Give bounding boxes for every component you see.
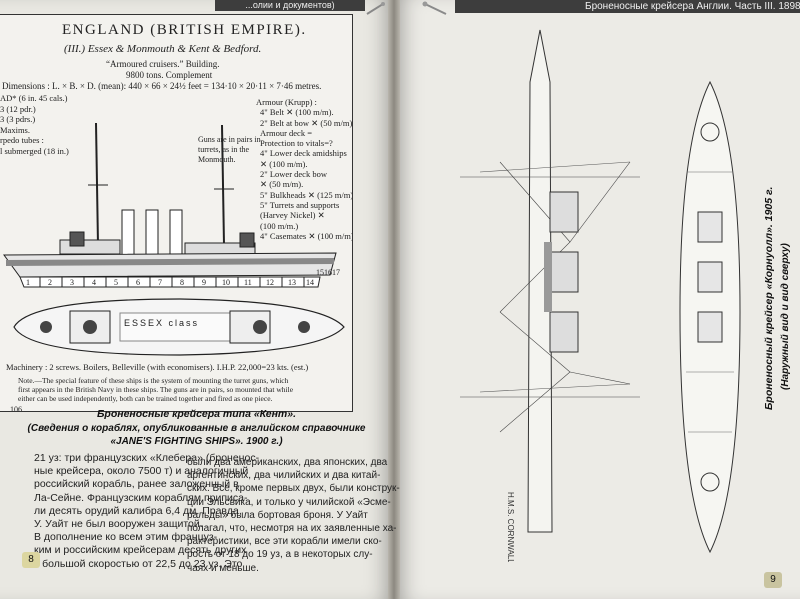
body-line: чаях и меньше.	[187, 562, 259, 574]
body-line: ских. Все, кроме первых двух, были конст…	[187, 483, 400, 495]
janes-armour-line: 4" Lower deck amidships	[260, 148, 347, 159]
profile-section-number: 13	[288, 278, 296, 287]
body-line: ции Эльсвика, и только у чилийской «Эсме…	[187, 496, 391, 508]
janes-footnote: Note.—The special feature of these ships…	[18, 376, 293, 403]
body-text-left-column: 21 уз: три французских «Клебера» (бронен…	[34, 452, 259, 571]
profile-section-number: 7	[158, 278, 162, 287]
body-line: У. Уайт не был вооружен защитой.	[34, 518, 203, 531]
profile-section-number: 8	[180, 278, 184, 287]
janes-note-line: Guns are in pairs in	[198, 135, 261, 144]
janes-armour-line: (100 m/m.)	[260, 220, 299, 231]
profile-section-number: 10	[222, 278, 230, 287]
profile-section-number: 11	[244, 278, 252, 287]
left-caption-line: (Сведения о кораблях, опубликованные в а…	[27, 423, 366, 434]
left-caption-title: Броненосные крейсера типа «Кент».	[96, 408, 297, 420]
right-caption: Броненосный крейсер «Корнуолл». 1905 г. …	[763, 187, 791, 410]
profile-section-number: 1	[26, 278, 30, 287]
janes-gun-line: Maxims.	[0, 124, 30, 135]
profile-section-number: 3	[70, 278, 74, 287]
janes-armour-line: 5" Turrets and supports	[260, 199, 340, 210]
janes-gun-line: rpedo tubes :	[0, 135, 44, 145]
body-text-right-column: были два американских, два японских, два…	[187, 456, 400, 575]
body-line: рактеристики, все эти корабли имели ско-	[187, 536, 382, 548]
body-line: 21 уз: три французских «Клебера» (бронен…	[34, 452, 260, 464]
janes-armour-line: ✕ (100 m/m).	[260, 158, 308, 169]
body-line: Ла-Сейне. Французским кораблям приписа-	[34, 491, 248, 504]
profile-section-number: 16	[324, 268, 332, 277]
janes-armour-line: (Harvey Nickel) ✕	[260, 210, 325, 221]
janes-guns-list: AD* (6 in. 45 cals.) 3 (12 pdr.) 3 (3 pd…	[0, 93, 69, 156]
paperclip-icon	[422, 1, 447, 15]
body-line: с большой скоростью от 22,5 до 23 уз. Эт…	[34, 557, 243, 570]
profile-section-number: 17	[332, 268, 340, 277]
body-line: российский корабль, ранее заложенный в	[34, 478, 239, 491]
body-line: ли десять орудий калибра 6,4 дм. Правда,	[34, 504, 242, 517]
profile-section-number: 12	[266, 278, 274, 287]
body-line: ные крейсера, около 7500 т) и аналогичны…	[34, 465, 249, 478]
body-line: аргентинских, два чилийских и два китай-	[187, 470, 381, 482]
janes-excerpt: ENGLAND (BRITISH EMPIRE). (III.) Essex &…	[0, 14, 353, 412]
plan-class-label: ESSEX class	[124, 318, 200, 328]
janes-armour-line: ✕ (50 m/m).	[260, 179, 304, 190]
body-line: ральды» была бортовая броня. У Уайт	[187, 509, 368, 521]
left-caption-line: «JANE'S FIGHTING SHIPS». 1900 г.)	[110, 436, 283, 447]
janes-note-line: Monmouth.	[198, 155, 236, 164]
janes-dimensions: Dimensions : L. × B. × D. (mean): 440 × …	[2, 81, 322, 91]
left-page-number: 8	[22, 552, 40, 568]
profile-section-number: 6	[136, 278, 140, 287]
janes-gun-line: 3 (12 pdr.)	[0, 103, 36, 114]
janes-armour-line: 4" Belt ✕ (100 m/m).	[260, 107, 334, 118]
janes-page-number: 106	[10, 405, 22, 412]
ship-profile-drawing: 1 2 3 4 5 6 7 8 9 10 11 12 13 14 15 16 1…	[3, 122, 345, 356]
body-line: были два американских, два японских, два	[187, 457, 388, 468]
paperclip-icon	[366, 2, 385, 15]
profile-section-number: 14	[306, 278, 314, 287]
janes-footnote-line: either can be used independently, both c…	[18, 394, 273, 403]
right-page-number: 9	[764, 572, 782, 588]
body-line: ким и российским крейсерам десять других	[34, 544, 247, 557]
janes-machinery: Machinery : 2 screws. Boilers, Bellevill…	[6, 362, 309, 372]
profile-section-number: 5	[114, 278, 118, 287]
profile-section-number: 15	[316, 268, 324, 277]
janes-gun-line: AD* (6 in. 45 cals.)	[0, 93, 68, 103]
running-header-left: ...олии и документов)	[215, 0, 365, 11]
janes-footnote-line: Note.—The special feature of these ships…	[18, 376, 289, 385]
janes-type: “Armoured cruisers.” Building.	[106, 59, 220, 69]
janes-armour-line: Armour (Krupp) :	[256, 97, 317, 107]
cornwall-technical-drawing: H.M.S. CORNWALL	[460, 29, 741, 562]
janes-armour-line: Protection to vitals=?	[260, 138, 333, 149]
janes-armour-line: Armour deck =	[260, 127, 313, 138]
janes-armour-line: 5" Bulkheads ✕ (125 m/m).	[260, 189, 353, 200]
profile-section-number: 4	[92, 278, 96, 287]
body-line: рость от 18 до 19 уз, а в некоторых слу-	[187, 549, 373, 561]
janes-class-line: (III.) Essex & Monmouth & Kent & Bedford…	[64, 43, 262, 55]
janes-gun-line: l submerged (18 in.)	[0, 145, 69, 156]
body-line: В дополнение ко всем этим француз-	[34, 531, 218, 544]
janes-armour-line: 2" Lower deck bow	[260, 169, 327, 180]
janes-tonnage: 9800 tons. Complement	[126, 70, 213, 80]
drawing-ship-label: H.M.S. CORNWALL	[506, 492, 515, 562]
janes-gun-line: 3 (3 pdrs.)	[0, 114, 36, 124]
janes-armour-list: Armour (Krupp) : 4" Belt ✕ (100 m/m). 2"…	[256, 97, 353, 241]
janes-guns-note: Guns are in pairs in turrets, as in the …	[198, 135, 261, 165]
book-gutter	[388, 0, 400, 599]
profile-section-number: 9	[202, 278, 206, 287]
janes-armour-line: 4" Casemates ✕ (100 m/m).	[260, 230, 353, 241]
janes-title: ENGLAND (BRITISH EMPIRE).	[62, 22, 307, 38]
right-caption-subtitle: (Наружный вид и вид сверху)	[780, 243, 791, 390]
profile-section-number: 2	[48, 278, 52, 287]
body-line: полагал, что, несмотря на их заявленные …	[187, 523, 397, 535]
janes-note-line: turrets, as in the	[198, 145, 250, 154]
right-caption-title: Броненосный крейсер «Корнуолл». 1905 г.	[763, 187, 775, 410]
running-header-right: Броненосные крейсера Англии. Часть III. …	[455, 0, 800, 13]
janes-footnote-line: first appears in the British Navy in the…	[18, 385, 294, 394]
janes-armour-line: 2" Belt at bow ✕ (50 m/m).	[260, 117, 353, 128]
